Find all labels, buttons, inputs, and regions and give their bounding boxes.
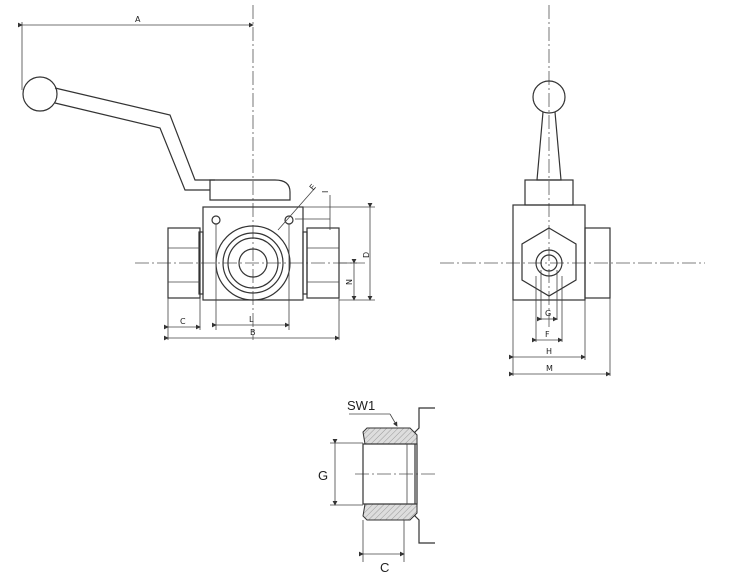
side-label-m: M — [546, 364, 553, 373]
label-d: D — [362, 252, 371, 258]
side-label-g: G — [545, 309, 551, 318]
section-wall-top — [362, 427, 418, 445]
label-l: L — [249, 315, 254, 324]
section-label-g: G — [318, 468, 328, 483]
label-sw1: SW1 — [347, 398, 375, 413]
label-n: N — [345, 279, 354, 285]
label-a: A — [135, 15, 141, 24]
side-label-h: H — [546, 347, 552, 356]
handle — [22, 76, 291, 201]
section-view: SW1 G C — [318, 398, 435, 575]
left-port — [167, 227, 201, 299]
side-view: G F H M — [440, 5, 705, 377]
label-b: B — [250, 328, 256, 337]
side-label-f: F — [545, 330, 550, 339]
label-i: I — [321, 191, 330, 193]
section-wall-bottom — [362, 503, 418, 521]
label-c: C — [180, 317, 186, 326]
label-e: E — [308, 182, 318, 192]
section-label-c: C — [380, 560, 389, 575]
front-view: A E I D N C L B — [18, 5, 375, 341]
handle-knob — [532, 80, 566, 114]
hex-nut — [521, 227, 577, 297]
